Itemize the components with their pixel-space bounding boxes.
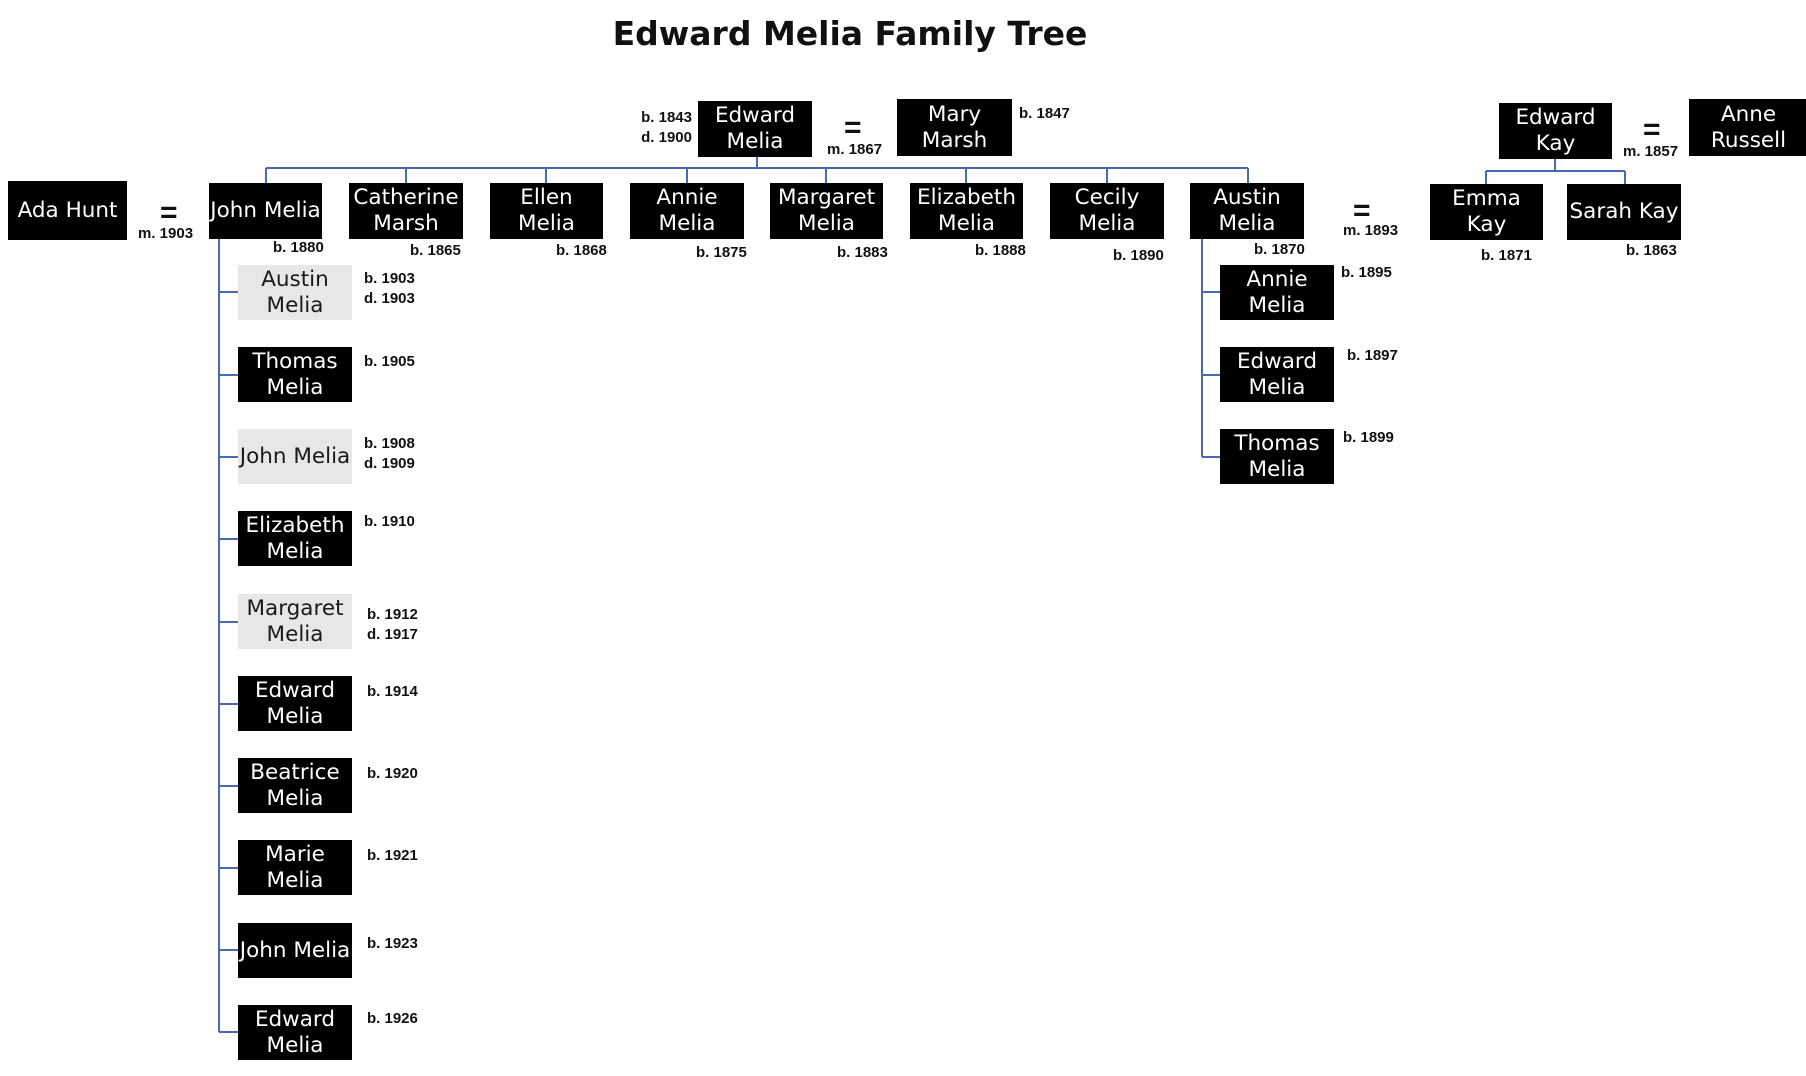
- person-box-edward-kay: Edward Kay: [1499, 103, 1612, 159]
- marriage-symbol: =: [160, 196, 178, 229]
- page-title: Edward Melia Family Tree: [612, 14, 1088, 53]
- person-box-margaret-melia: Margaret Melia: [770, 183, 883, 239]
- person-dates-jc-marie: b. 1921: [367, 847, 418, 864]
- person-dates-ac-thomas: b. 1899: [1343, 429, 1394, 446]
- person-box-jc-elizabeth: Elizabeth Melia: [238, 511, 352, 566]
- marriage-symbol: =: [1353, 194, 1371, 227]
- marriage-edward-mary-date: m. 1867: [827, 141, 883, 158]
- person-box-ac-thomas: Thomas Melia: [1220, 429, 1334, 484]
- person-box-jc-john2: John Melia: [238, 923, 352, 978]
- person-dates-ac-edward: b. 1897: [1347, 347, 1398, 364]
- person-dates-ellen-melia: b. 1868: [556, 242, 607, 259]
- person-box-mary-marsh: Mary Marsh: [897, 99, 1012, 156]
- person-box-jc-john1: John Melia: [238, 429, 352, 484]
- marriage-symbol: =: [1643, 113, 1661, 146]
- person-dates-jc-edward1: b. 1914: [367, 683, 418, 700]
- marriage-symbol: =: [844, 111, 862, 144]
- person-dates-jc-elizabeth: b. 1910: [364, 513, 415, 530]
- person-box-jc-margaret: Margaret Melia: [238, 594, 352, 649]
- person-box-sarah-kay: Sarah Kay: [1567, 184, 1681, 240]
- person-dates-elizabeth-melia: b. 1888: [975, 242, 1026, 259]
- person-box-edward-melia-sr: Edward Melia: [698, 101, 812, 157]
- person-dates-jc-beatrice: b. 1920: [367, 765, 418, 782]
- person-box-ac-annie: Annie Melia: [1220, 265, 1334, 320]
- person-box-austin-melia: Austin Melia: [1190, 183, 1304, 239]
- person-dates-jc-edward2: b. 1926: [367, 1010, 418, 1027]
- person-dates-margaret-melia: b. 1883: [837, 244, 888, 261]
- person-box-emma-kay: Emma Kay: [1430, 184, 1543, 240]
- person-box-john-melia: John Melia: [209, 183, 322, 239]
- person-box-jc-austin: Austin Melia: [238, 265, 352, 320]
- person-dates-austin-melia: b. 1870: [1254, 241, 1305, 258]
- person-dates-jc-austin: b. 1903 d. 1903: [364, 270, 415, 307]
- person-dates-jc-thomas: b. 1905: [364, 353, 415, 370]
- person-dates-mary-marsh: b. 1847: [1019, 105, 1070, 122]
- person-dates-sarah-kay: b. 1863: [1626, 242, 1677, 259]
- marriage-austin-emma-date: m. 1893: [1343, 222, 1399, 239]
- person-dates-jc-john2: b. 1923: [367, 935, 418, 952]
- person-box-anne-russell: Anne Russell: [1689, 99, 1806, 156]
- marriage-kay-russell-date: m. 1857: [1623, 143, 1679, 160]
- person-dates-ac-annie: b. 1895: [1341, 264, 1392, 281]
- person-box-jc-edward2: Edward Melia: [238, 1005, 352, 1060]
- person-dates-john-melia: b. 1880: [273, 239, 324, 256]
- person-box-ellen-melia: Ellen Melia: [490, 183, 603, 239]
- person-box-cecily-melia: Cecily Melia: [1050, 183, 1164, 239]
- marriage-ada-john-date: m. 1903: [138, 225, 194, 242]
- person-dates-jc-margaret: b. 1912 d. 1917: [367, 606, 418, 643]
- person-dates-catherine-marsh: b. 1865: [410, 242, 461, 259]
- person-box-ada-hunt: Ada Hunt: [8, 181, 127, 240]
- person-dates-jc-john1: b. 1908 d. 1909: [364, 435, 415, 472]
- person-dates-edward-melia-sr: b. 1843 d. 1900: [641, 109, 692, 146]
- person-box-jc-thomas: Thomas Melia: [238, 347, 352, 402]
- person-dates-emma-kay: b. 1871: [1481, 247, 1532, 264]
- person-dates-cecily-melia: b. 1890: [1113, 247, 1164, 264]
- person-box-ac-edward: Edward Melia: [1220, 347, 1334, 402]
- person-box-elizabeth-melia: Elizabeth Melia: [910, 183, 1023, 239]
- person-box-jc-edward1: Edward Melia: [238, 676, 352, 731]
- person-box-annie-melia: Annie Melia: [630, 183, 744, 239]
- person-box-catherine-marsh: Catherine Marsh: [349, 183, 463, 239]
- person-dates-annie-melia: b. 1875: [696, 244, 747, 261]
- person-box-jc-beatrice: Beatrice Melia: [238, 758, 352, 813]
- person-box-jc-marie: Marie Melia: [238, 840, 352, 895]
